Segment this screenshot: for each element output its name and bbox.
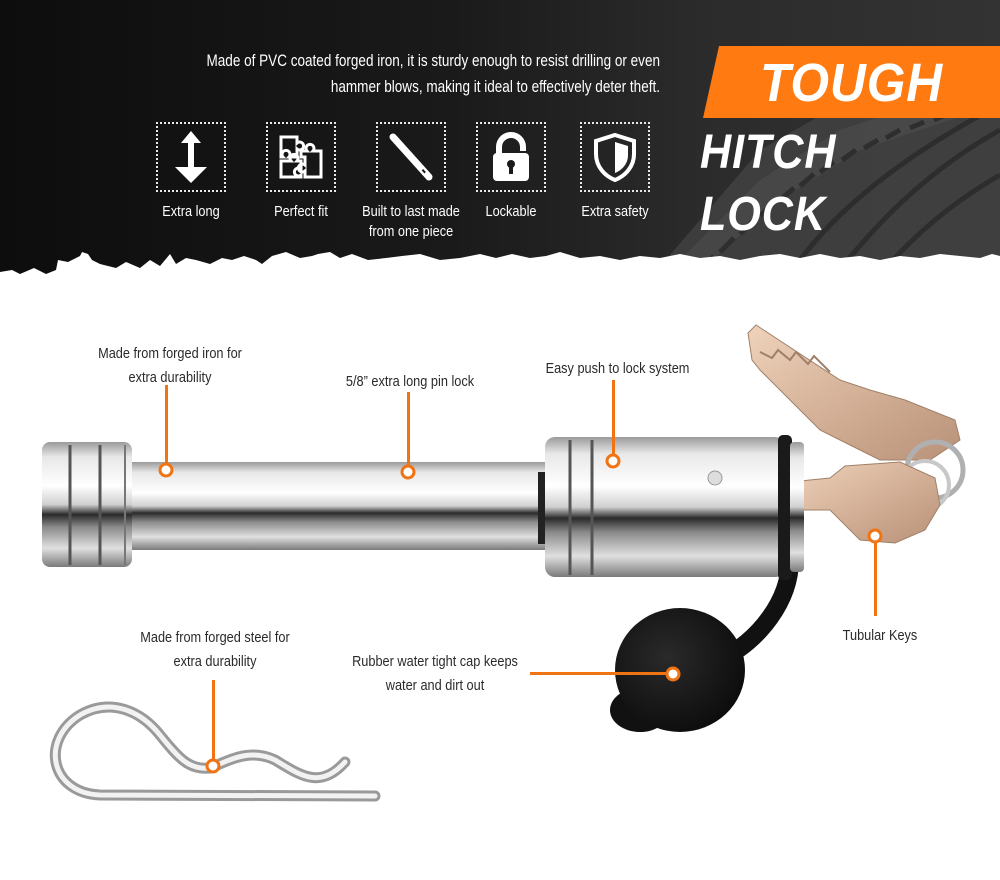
product-illustration [42,324,966,802]
callout-forged-iron: Made from forged iron for extra durabili… [98,345,242,386]
feature-one-piece: Built to last made from one piece [353,122,469,242]
pin-shaft [128,462,548,550]
hero-banner: Made of PVC coated forged iron, it is st… [0,0,1000,290]
shield-icon [594,132,636,182]
callout-pin-length: 5/8” extra long pin lock [345,373,475,390]
padlock-icon [493,132,529,181]
callout-dot [205,758,221,774]
feature-label: Extra long [162,203,220,220]
callout-dot [665,666,681,682]
torn-paper-edge [0,252,1000,290]
feature-label: Perfect fit [274,203,328,220]
callout-dot [400,464,416,480]
title-accent-bar [703,46,1000,118]
headline-line-1: TOUGH [760,53,944,113]
callout-rubber-cap: Rubber water tight cap keeps water and d… [352,653,518,694]
feature-lockable: Lockable [456,122,566,222]
rod-icon [389,133,433,181]
feature-label: Built to last made from one piece [362,203,460,240]
feature-label: Lockable [485,203,537,220]
callout-dot [158,462,174,478]
double-arrow-vertical-icon [175,131,207,183]
feature-icon-frame [376,122,446,192]
headline-line-2: HITCH LOCK [700,126,837,241]
intro-paragraph: Made of PVC coated forged iron, it is st… [206,52,660,96]
lock-cylinder [538,435,804,580]
feature-extra-long: Extra long [136,122,246,222]
feature-perfect-fit: Perfect fit [246,122,356,222]
feature-icon-frame [476,122,546,192]
keys [747,324,966,544]
feature-extra-safety: Extra safety [560,122,670,222]
callout-push-lock: Easy push to lock system [545,360,690,377]
feature-icon-frame [266,122,336,192]
pin-head [42,442,132,567]
feature-icon-frame [580,122,650,192]
hitch-pin-clip [49,701,381,802]
callout-dot [867,528,883,544]
feature-label: Extra safety [581,203,649,220]
callout-tubular-keys: Tubular Keys [842,627,918,644]
puzzle-icon [279,135,323,179]
rubber-cap [610,608,745,732]
callout-forged-steel: Made from forged steel for extra durabil… [140,629,290,670]
callout-dot [605,453,621,469]
feature-icon-frame [156,122,226,192]
